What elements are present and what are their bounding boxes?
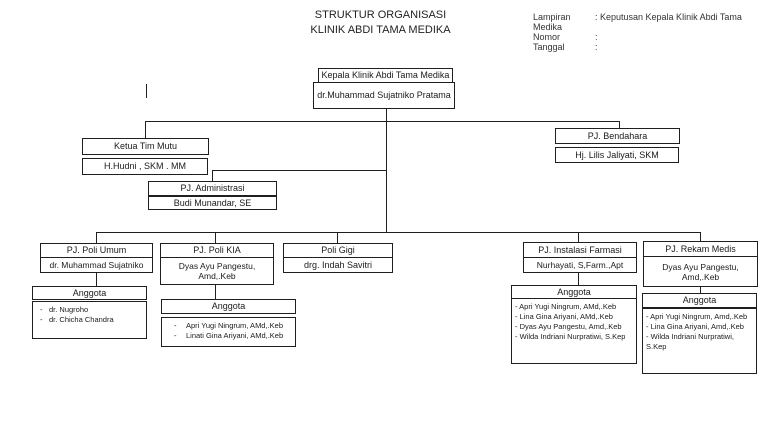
connector-line	[96, 232, 97, 243]
anggota-item: Lina Gina Ariyani, Amd,.Keb	[646, 322, 753, 332]
annotation-row: Lampiran : Keputusan Kepala Klinik Abdi …	[533, 12, 742, 22]
anggota-list-poli-kia: Apri Yugi Ningrum, AMd,.Keb Linati Gina …	[161, 317, 296, 347]
connector-line	[212, 170, 213, 182]
annotation-value: : Keputusan Kepala Klinik Abdi Tama	[595, 12, 742, 22]
connector-line	[145, 121, 146, 138]
anggota-item: Apri Yugi Ningrum, AMd,.Keb	[164, 321, 293, 331]
anggota-header-rekam-medis: Anggota	[642, 293, 757, 308]
anggota-item: Apri Yugi Ningrum, AMd,.Keb	[515, 302, 633, 312]
node-poli-gigi-title: Poli Gigi	[283, 243, 393, 258]
node-instalasi-farmasi-title: PJ. Instalasi Farmasi	[523, 242, 637, 258]
node-ketua-tim-mutu-name: H.Hudni , SKM . MM	[82, 158, 208, 175]
connector-line	[386, 109, 387, 233]
anggota-header-poli-kia: Anggota	[161, 299, 296, 314]
annotation-label: Nomor	[533, 32, 561, 42]
connector-line	[578, 232, 579, 243]
page-title-line2: KLINIK ABDI TAMA MEDIKA	[310, 24, 451, 36]
node-poli-umum-name: dr. Muhammad Sujatniko	[40, 257, 153, 273]
node-administrasi-name: Budi Munandar, SE	[148, 196, 277, 210]
connector-line	[215, 284, 216, 300]
node-kepala-title: Kepala Klinik Abdi Tama Medika	[318, 68, 453, 83]
connector-line	[212, 170, 387, 171]
anggota-item: Apri Yugi Ningrum, Amd,.Keb	[646, 312, 753, 322]
node-ketua-tim-mutu-title: Ketua Tim Mutu	[82, 138, 209, 155]
annotation-label: Medika	[533, 22, 563, 32]
annotation-row: Tanggal :	[533, 42, 742, 52]
anggota-item: Linati Gina Ariyani, AMd,.Keb	[164, 331, 293, 341]
node-poli-kia-name: Dyas Ayu Pangestu, Amd,.Keb	[160, 257, 274, 285]
anggota-list-rekam-medis: Apri Yugi Ningrum, Amd,.Keb Lina Gina Ar…	[642, 308, 757, 374]
page-title: STRUKTUR ORGANISASI KLINIK ABDI TAMA MED…	[283, 8, 478, 38]
anggota-item: Wilda Indriani Nurpratiwi, S.Kep	[515, 332, 633, 342]
node-instalasi-farmasi-name: Nurhayati, S,Farm.,Apt	[523, 257, 637, 273]
anggota-header-instalasi-farmasi: Anggota	[511, 285, 637, 299]
node-bendahara-name: Hj. Lilis Jaliyati, SKM	[555, 147, 679, 163]
anggota-item: Dyas Ayu Pangestu, Amd,.Keb	[515, 322, 633, 332]
anggota-item: Lina Gina Ariyani, AMd,.Keb	[515, 312, 633, 322]
node-kepala-name: dr.Muhammad Sujatniko Pratama	[313, 82, 455, 109]
page-title-line1: STRUKTUR ORGANISASI	[314, 9, 447, 21]
stray-cursor-mark	[146, 84, 147, 98]
node-rekam-medis-title: PJ. Rekam Medis	[643, 241, 758, 257]
lampiran-annotation: Lampiran : Keputusan Kepala Klinik Abdi …	[533, 12, 742, 52]
annotation-row: Medika	[533, 22, 742, 32]
connector-line	[619, 121, 620, 129]
annotation-value: :	[595, 32, 598, 42]
anggota-item: dr. Nugroho	[35, 305, 144, 315]
node-poli-gigi-name: drg. Indah Savitri	[283, 257, 393, 273]
node-rekam-medis-name: Dyas Ayu Pangestu, Amd,.Keb	[643, 256, 758, 287]
connector-line	[700, 232, 701, 242]
connector-line	[145, 121, 620, 122]
node-administrasi-title: PJ. Administrasi	[148, 181, 277, 196]
anggota-item: dr. Chicha Chandra	[35, 315, 144, 325]
connector-line	[215, 232, 216, 243]
connector-line	[700, 286, 701, 294]
connector-line	[578, 272, 579, 286]
connector-line	[337, 232, 338, 243]
connector-line	[96, 232, 701, 233]
anggota-item: Wilda Indriani Nurpratiwi, S.Kep	[646, 332, 753, 352]
annotation-row: Nomor :	[533, 32, 742, 42]
node-poli-kia-title: PJ. Poli KIA	[160, 243, 274, 258]
annotation-value: :	[595, 42, 598, 52]
node-poli-umum-title: PJ. Poli Umum	[40, 243, 153, 258]
connector-line	[96, 272, 97, 287]
annotation-label: Tanggal	[533, 42, 565, 52]
anggota-header-poli-umum: Anggota	[32, 286, 147, 300]
anggota-list-poli-umum: dr. Nugroho dr. Chicha Chandra	[32, 301, 147, 339]
annotation-label: Lampiran	[533, 12, 571, 22]
anggota-list-instalasi-farmasi: Apri Yugi Ningrum, AMd,.Keb Lina Gina Ar…	[511, 298, 637, 364]
node-bendahara-title: PJ. Bendahara	[555, 128, 680, 144]
